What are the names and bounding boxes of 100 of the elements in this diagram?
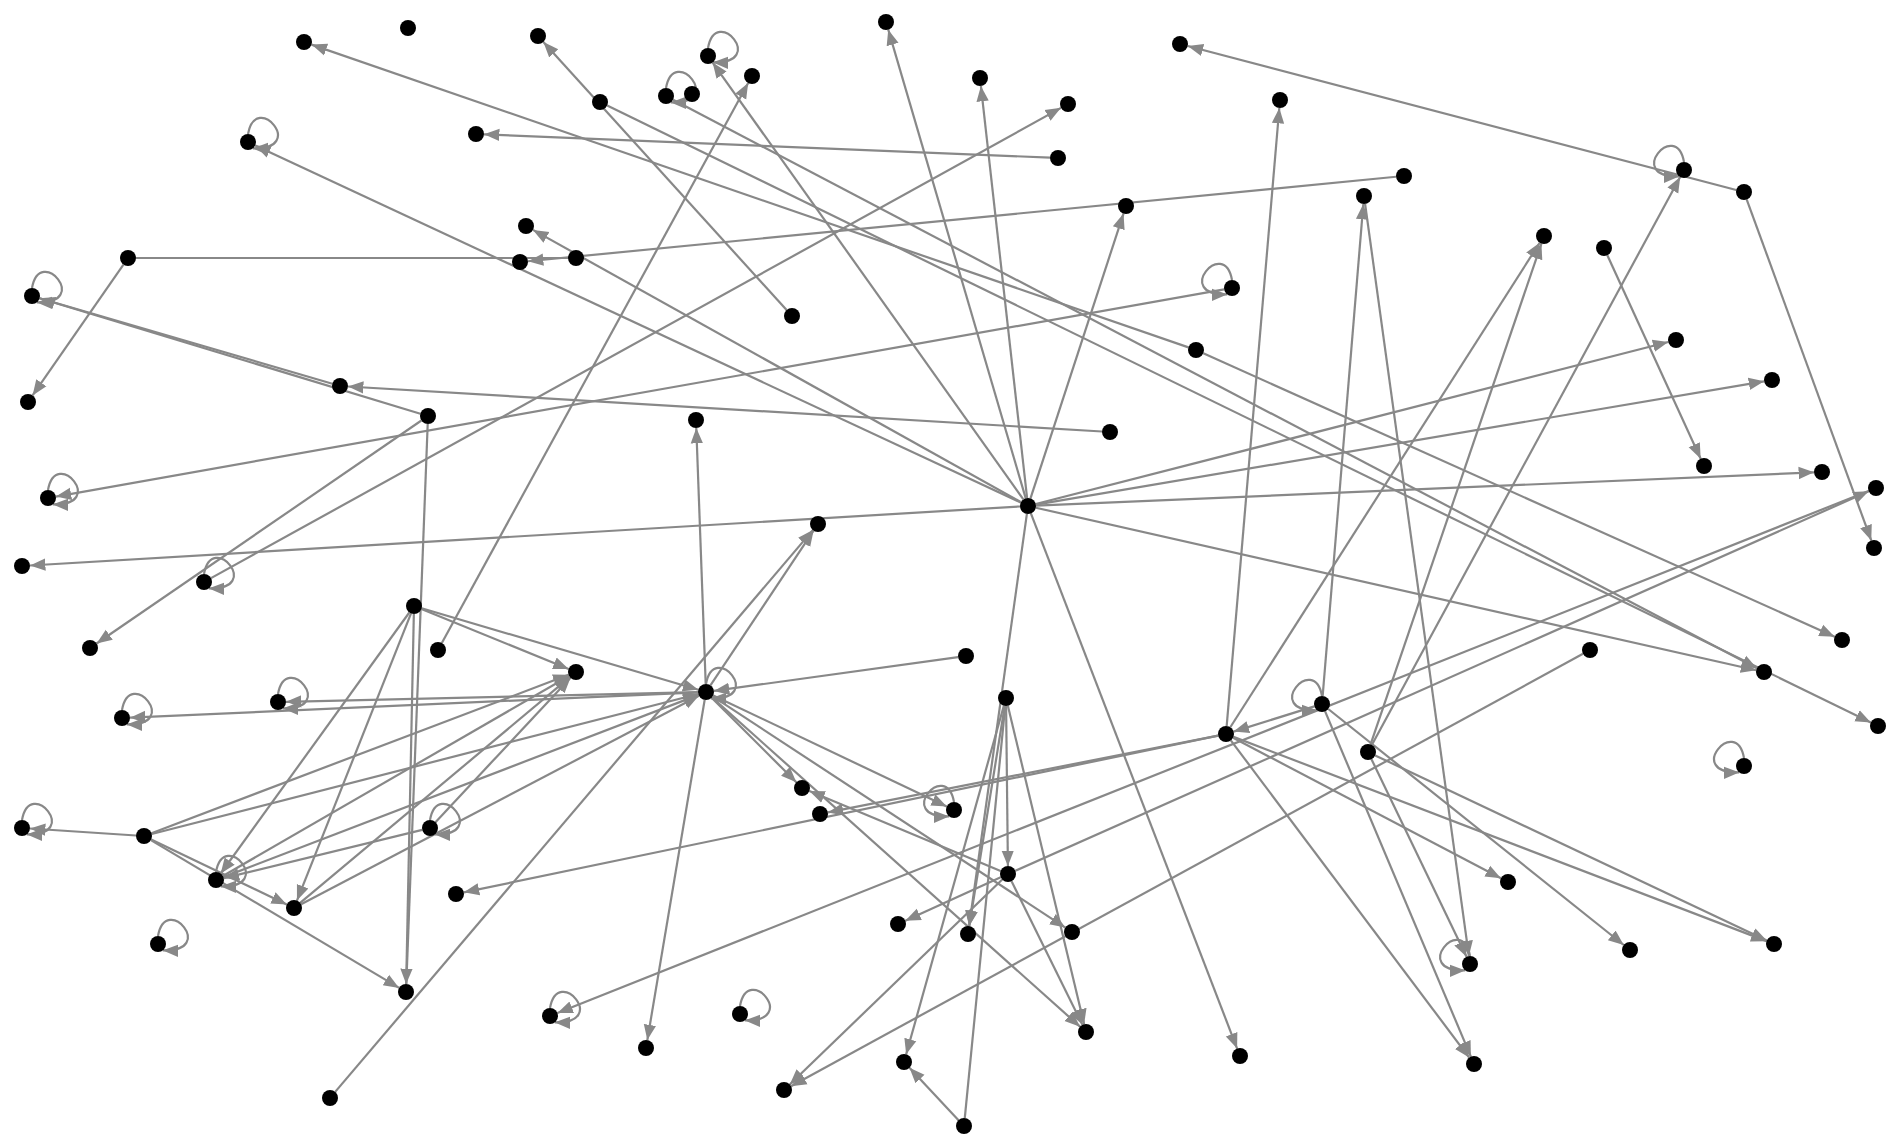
self-loop-arrow: [120, 693, 153, 730]
node-dot: [322, 1090, 338, 1106]
node-dot: [1102, 424, 1118, 440]
arrow: [421, 607, 699, 692]
arrow: [1374, 754, 1768, 942]
self-loop-arrow: [1201, 263, 1234, 300]
node-dot: [20, 394, 36, 410]
arrow: [711, 696, 1081, 1028]
connector-line: [136, 256, 568, 260]
node-dot: [956, 1118, 972, 1134]
arrow: [1370, 176, 1682, 746]
node-dot: [1870, 718, 1886, 734]
arrow: [808, 790, 1002, 872]
node-dot: [400, 20, 416, 36]
arrow: [1035, 506, 1757, 673]
node-dot: [114, 710, 130, 726]
arrow: [790, 652, 1584, 1088]
node-dot: [240, 134, 256, 150]
node-dot: [1462, 956, 1478, 972]
arrow: [1229, 242, 1541, 728]
self-loop-arrow: [664, 71, 697, 108]
node-dot: [958, 648, 974, 664]
arrow: [1321, 203, 1369, 697]
arrow: [222, 675, 570, 877]
node-dot: [150, 936, 166, 952]
arrow: [223, 828, 423, 881]
arrow: [712, 694, 948, 808]
arrow: [904, 876, 1002, 922]
self-loop-arrow: [246, 117, 279, 154]
arrow: [151, 691, 699, 836]
arrow: [1232, 736, 1502, 880]
self-loop-arrow: [1713, 741, 1746, 778]
node-dot: [1064, 924, 1080, 940]
node-dot: [1866, 540, 1882, 556]
node-dot: [1736, 184, 1752, 200]
node-dot: [468, 126, 484, 142]
node-dot: [24, 288, 40, 304]
node-dot: [14, 820, 30, 836]
node-dot: [1466, 1056, 1482, 1072]
arrow: [690, 427, 707, 685]
arrow: [254, 144, 1022, 504]
self-loop-arrow: [276, 677, 309, 714]
node-dot: [960, 926, 976, 942]
arrow: [463, 734, 1219, 896]
node-dot: [1582, 642, 1598, 658]
self-loop-arrow: [30, 271, 63, 308]
self-loop-arrow: [202, 557, 235, 594]
node-dot: [972, 70, 988, 86]
self-loop-arrow: [738, 989, 771, 1026]
arrow: [1010, 880, 1084, 1026]
arrow: [1233, 735, 1767, 943]
arrow: [223, 693, 699, 879]
arrow: [1745, 199, 1873, 541]
arrow: [29, 823, 137, 837]
arrow: [542, 41, 788, 311]
node-dot: [422, 820, 438, 836]
node-dot: [1766, 936, 1782, 952]
arrow: [1035, 466, 1815, 507]
node-dot: [1622, 942, 1638, 958]
node-dot: [1834, 632, 1850, 648]
arrow: [300, 694, 700, 906]
arrow: [789, 878, 1003, 1086]
arrow: [151, 673, 569, 835]
arrow: [606, 104, 1872, 724]
node-dot: [890, 916, 906, 932]
arrow: [95, 419, 423, 645]
arrow: [210, 106, 1062, 580]
arrow: [713, 656, 959, 695]
arrow: [1369, 243, 1543, 745]
node-dot: [946, 802, 962, 818]
node-dot: [896, 1054, 912, 1070]
self-loop-arrow: [20, 803, 53, 840]
arrow: [55, 288, 1225, 500]
arrow: [1324, 710, 1472, 1058]
arrow: [672, 98, 1758, 670]
node-dot: [568, 250, 584, 266]
node-dot: [1218, 726, 1234, 742]
node-dot: [1536, 228, 1552, 244]
node-dot: [698, 684, 714, 700]
arrow: [1029, 213, 1125, 499]
self-loop-arrow: [1439, 939, 1472, 976]
arrow: [400, 613, 415, 985]
node-dot: [1000, 866, 1016, 882]
arrow: [1229, 739, 1471, 1059]
self-loop-arrow: [923, 785, 956, 822]
node-dot: [878, 14, 894, 30]
node-dot: [1188, 342, 1204, 358]
node-dot: [14, 558, 30, 574]
node-dot: [40, 490, 56, 506]
node-dot: [1020, 498, 1036, 514]
arrow: [1225, 107, 1285, 727]
self-loop-arrow: [1653, 145, 1686, 182]
arrow: [643, 699, 706, 1041]
arrow: [39, 296, 421, 415]
node-dot: [120, 250, 136, 266]
arrow: [1029, 513, 1239, 1049]
node-dot: [1356, 188, 1372, 204]
arrow: [532, 228, 1022, 504]
node-dot: [270, 694, 286, 710]
node-dot: [658, 88, 674, 104]
